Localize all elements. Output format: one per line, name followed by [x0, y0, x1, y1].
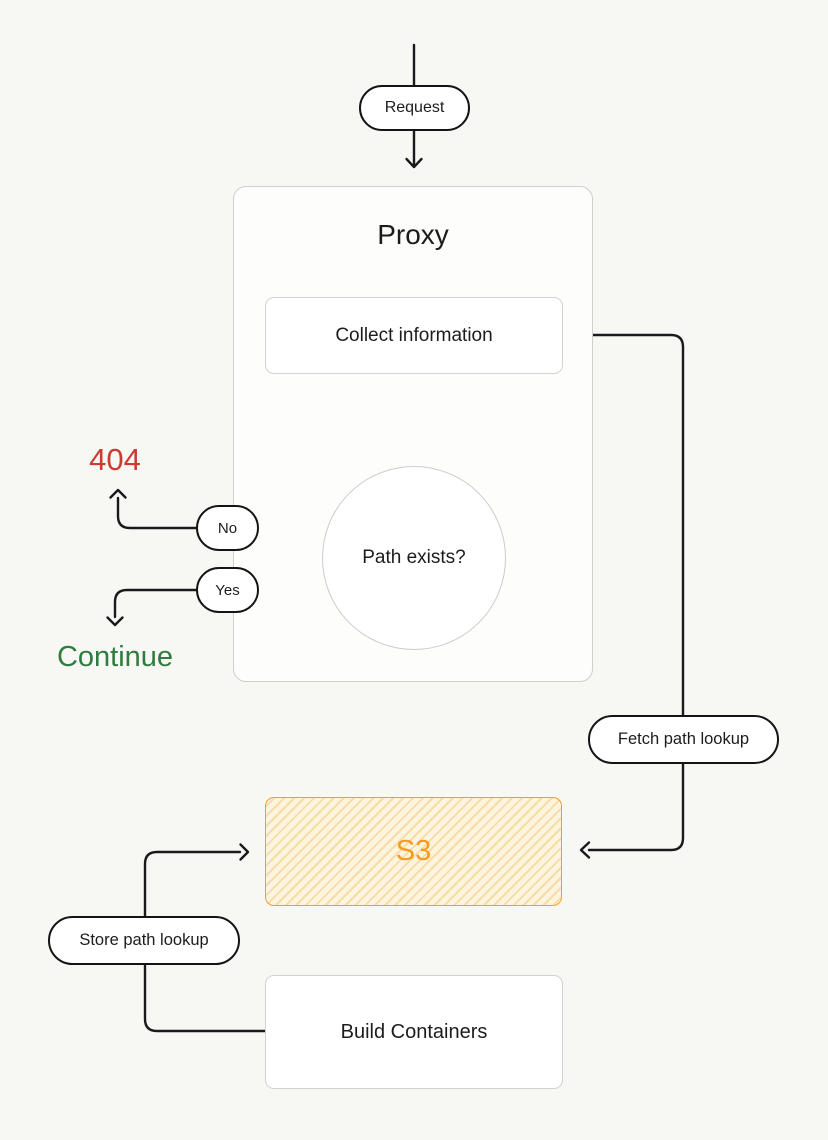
- yes-branch-node: Yes: [196, 567, 259, 613]
- store-path-lookup-label: Store path lookup: [79, 931, 209, 949]
- store-path-lookup-node: Store path lookup: [48, 916, 240, 965]
- arrow-collect-to-s3: [561, 333, 685, 859]
- path-exists-decision-node: Path exists?: [322, 466, 506, 650]
- fetch-path-lookup-node: Fetch path lookup: [588, 715, 779, 764]
- no-branch-node: No: [196, 505, 259, 551]
- request-node: Request: [359, 85, 470, 131]
- collect-information-label: Collect information: [335, 324, 493, 346]
- yes-branch-label: Yes: [215, 581, 240, 599]
- collect-information-node: Collect information: [265, 297, 563, 374]
- arrow-yes-to-continue: [106, 588, 198, 627]
- arrow-no-to-404: [109, 488, 198, 530]
- no-branch-label: No: [217, 519, 238, 537]
- proxy-title: Proxy: [377, 219, 449, 250]
- s3-node: S3: [265, 797, 562, 906]
- continue-label: Continue: [56, 640, 174, 673]
- s3-label: S3: [395, 835, 432, 867]
- build-containers-label: Build Containers: [340, 1020, 488, 1043]
- error-404-label: 404: [89, 442, 141, 477]
- path-exists-label: Path exists?: [362, 547, 466, 568]
- build-containers-node: Build Containers: [265, 975, 563, 1089]
- request-label: Request: [384, 99, 445, 116]
- fetch-path-lookup-label: Fetch path lookup: [617, 730, 750, 748]
